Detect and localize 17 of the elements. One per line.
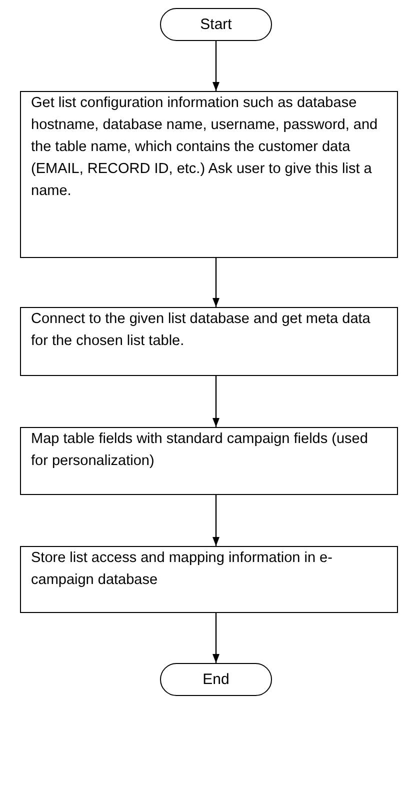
terminal-pill: [160, 8, 272, 41]
node-text: Start: [199, 14, 233, 34]
node-text: Get list configuration information such as database hostname, database name, username, password, and the table name, which contains the customer data (EMAIL, RECORD ID, etc.) Ask user to give this list a name.: [31, 94, 379, 201]
process-box: [20, 307, 398, 376]
node-text: Store list access and mapping information in e-campaign database: [31, 549, 334, 590]
process-box: [20, 546, 398, 613]
node-text: End: [202, 670, 230, 690]
arrow: [212, 376, 220, 427]
arrow: [212, 41, 220, 91]
terminal-pill: [160, 663, 272, 696]
arrow: [212, 258, 220, 307]
arrow: [212, 495, 220, 546]
process-box: [20, 91, 398, 258]
process-box: [20, 427, 398, 495]
node-text: Map table fields with standard campaign fields (used for personalization): [31, 430, 369, 471]
node-text: Connect to the given list database and get meta data for the chosen list table.: [31, 310, 372, 351]
arrow: [212, 613, 220, 663]
